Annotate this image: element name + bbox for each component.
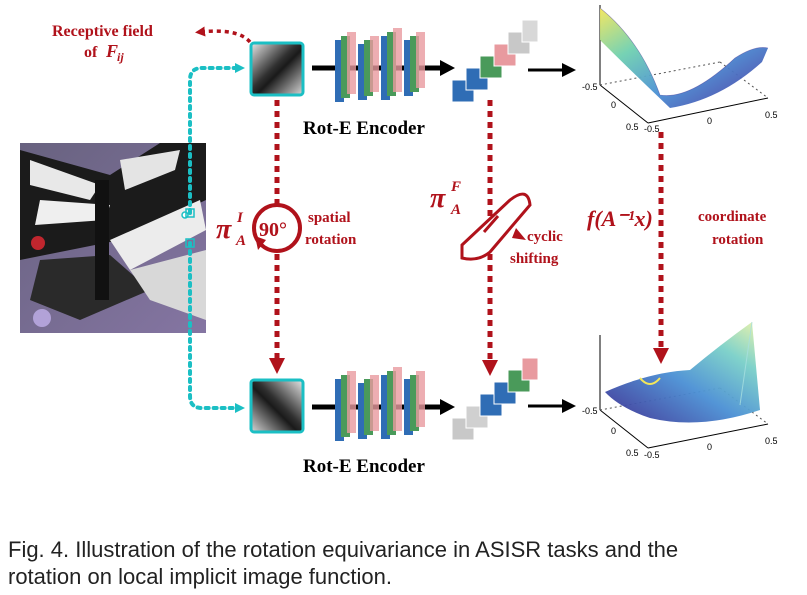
top-tick-bottom-neg: -0.5 xyxy=(644,124,660,134)
receptive-field-label: Receptive field xyxy=(52,23,153,40)
feature-to-plot-arrows xyxy=(528,63,576,413)
teal-connectors xyxy=(188,63,245,413)
caption-line-1: Fig. 4. Illustration of the rotation equ… xyxy=(8,537,679,562)
pi-I-symbol: π xyxy=(216,214,232,245)
pi-F-superscript: F xyxy=(450,179,461,195)
function-label: f(A⁻¹x) xyxy=(587,206,653,231)
cyclic-label: cyclic xyxy=(527,229,563,245)
receptive-field-symbol: F xyxy=(105,41,118,61)
pi-F-symbol: π xyxy=(430,183,446,214)
encoder-top-label: Rot-E Encoder xyxy=(303,118,425,139)
caption-line-2: rotation on local implicit image functio… xyxy=(8,564,392,589)
shifting-label: shifting xyxy=(510,251,559,267)
coordinate-rotation-label: rotation xyxy=(712,232,764,248)
figure-caption: Fig. 4. Illustration of the rotation equ… xyxy=(8,536,803,590)
bottom-tick-bottom-pos: 0.5 xyxy=(765,436,778,446)
bottom-tick-left-neg: -0.5 xyxy=(582,406,598,416)
feature-vector-top xyxy=(451,19,539,103)
butterfly-image xyxy=(20,143,206,333)
pi-I-superscript: I xyxy=(236,210,244,226)
receptive-field-arrow xyxy=(195,26,252,44)
bottom-tick-left-zero: 0 xyxy=(611,426,616,436)
spatial-rotation-arrow xyxy=(252,100,302,374)
surface-plot-top xyxy=(599,5,769,124)
feature-vector-bottom xyxy=(451,357,539,441)
encoder-bottom-label: Rot-E Encoder xyxy=(303,456,425,477)
cyclic-shifting-arrow xyxy=(460,100,532,376)
spatial-rotation-label: rotation xyxy=(305,232,357,248)
receptive-field-of: of xyxy=(84,44,98,61)
coordinate-rotation-arrow xyxy=(653,132,669,364)
top-tick-left-neg: -0.5 xyxy=(582,82,598,92)
top-tick-bottom-pos: 0.5 xyxy=(765,110,778,120)
rotation-angle: 90° xyxy=(259,219,287,241)
receptive-field-subscript: ij xyxy=(117,50,124,64)
spatial-label: spatial xyxy=(308,210,351,226)
encoder-top xyxy=(318,28,455,102)
patch-top xyxy=(249,41,305,97)
patch-bottom xyxy=(249,378,305,434)
top-tick-left-pos: 0.5 xyxy=(626,122,639,132)
bottom-tick-bottom-neg: -0.5 xyxy=(644,450,660,460)
bottom-tick-left-pos: 0.5 xyxy=(626,448,639,458)
bottom-tick-bottom-zero: 0 xyxy=(707,442,712,452)
pi-I-subscript: A xyxy=(235,233,246,249)
top-tick-bottom-zero: 0 xyxy=(707,116,712,126)
coordinate-label: coordinate xyxy=(698,209,767,225)
surface-plot-bottom xyxy=(599,321,769,449)
top-tick-left-zero: 0 xyxy=(611,100,616,110)
encoder-bottom xyxy=(318,367,455,441)
pi-F-subscript: A xyxy=(450,202,461,218)
